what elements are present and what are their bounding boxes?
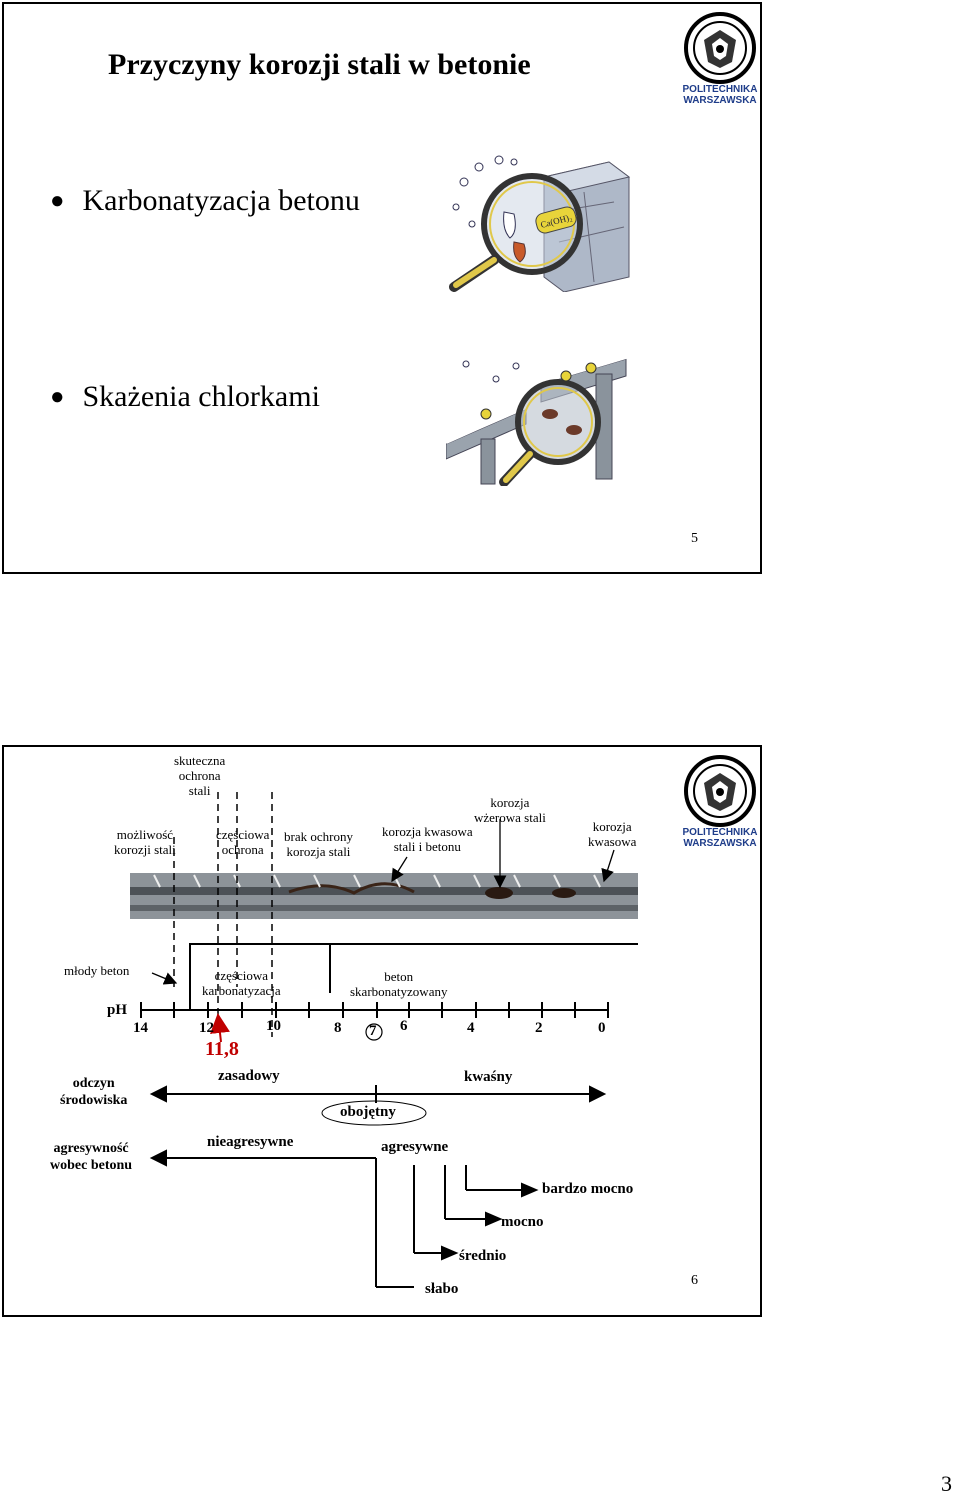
slide-number: 5 [691, 531, 698, 546]
ph-tick: 8 [334, 1020, 342, 1036]
ph-tick: 4 [467, 1020, 475, 1036]
logo-emblem-icon [684, 755, 756, 827]
label-effective-protection: skuteczna ochrona stali [174, 753, 226, 798]
dashed-guides [173, 792, 273, 1037]
bullet-item: ● Skażenia chlorkami [50, 380, 320, 414]
label-reaction: odczyn środowiska [60, 1076, 128, 1108]
slide-number: 6 [691, 1273, 698, 1288]
university-logo: POLITECHNIKA WARSZAWSKA [680, 10, 760, 110]
level-very-strong: bardzo mocno [542, 1181, 634, 1197]
neutral-circle [365, 1023, 383, 1041]
logo-text-line1: POLITECHNIKA [682, 827, 758, 838]
label-acid-corrosion: korozja kwasowa [588, 819, 637, 849]
university-logo: POLITECHNIKA WARSZAWSKA [680, 753, 760, 853]
bullet-icon: ● [50, 187, 65, 214]
ph-highlight-value: 11,8 [205, 1038, 239, 1060]
ph-tick-neutral: 7 [369, 1023, 377, 1039]
ph-tick: 14 [133, 1020, 148, 1036]
ph-tick: 12 [199, 1020, 214, 1036]
label-non-aggressive: nieagresywne [207, 1134, 294, 1150]
rebar-cross-section [130, 873, 638, 919]
label-young-concrete: młody beton [64, 963, 130, 978]
level-strong: mocno [501, 1214, 544, 1230]
reaction-arrow [149, 1085, 607, 1103]
aggressiveness-arrow [149, 1149, 539, 1288]
logo-text-line2: WARSZAWSKA [683, 838, 757, 849]
label-alkaline: zasadowy [218, 1068, 280, 1084]
chloride-illustration [445, 354, 636, 487]
level-medium: średnio [459, 1248, 507, 1264]
zone-bracket [189, 943, 638, 1010]
label-neutral: obojętny [340, 1104, 396, 1120]
ph-tick: 0 [598, 1020, 606, 1036]
logo-emblem-icon [684, 12, 756, 84]
bullet-item: ● Karbonatyzacja betonu [50, 184, 360, 218]
logo-text-line2: WARSZAWSKA [683, 95, 757, 106]
label-aggressiveness: agresywność wobec betonu [50, 1141, 133, 1173]
ph-highlight-arrow [210, 1013, 230, 1043]
bullet-icon: ● [50, 383, 65, 410]
slide-title: Przyczyny korozji stali w betonie [108, 48, 531, 81]
carbonation-illustration: Ca(OH)₂ [444, 152, 634, 293]
label-acidic: kwaśny [464, 1069, 513, 1085]
label-carbonated-concrete: beton skarbonatyzowany [350, 969, 448, 999]
label-acid-corrosion-concrete: korozja kwasowa stali i betonu [382, 824, 473, 854]
label-pointers [151, 819, 615, 985]
bullet-text: Karbonatyzacja betonu [82, 184, 360, 217]
label-partial-carbonation: częściowa karbonatyzacja [202, 968, 281, 998]
slide-5: Przyczyny korozji stali w betonie POLITE… [2, 2, 762, 574]
label-no-protection: brak ochrony korozja stali [284, 829, 353, 859]
ph-axis [140, 1002, 609, 1018]
logo-text-line1: POLITECHNIKA [682, 84, 758, 95]
ph-tick: 10 [266, 1018, 281, 1034]
magnifier-bridge-icon [445, 355, 627, 487]
ph-tick: 6 [400, 1018, 408, 1034]
slide-6: POLITECHNIKA WARSZAWSKA [2, 745, 762, 1317]
magnifier-concrete-icon: Ca(OH)₂ [449, 155, 631, 293]
label-partial-protection: częściowa ochrona [216, 827, 270, 857]
ph-tick: 2 [535, 1020, 543, 1036]
level-weak: słabo [425, 1281, 459, 1297]
label-possible-corrosion: możliwość korozji stali [114, 827, 176, 857]
page-number: 3 [941, 1471, 952, 1496]
label-pitting-corrosion: korozja wżerowa stali [474, 795, 546, 825]
ph-axis-label: pH [107, 1002, 128, 1018]
neutral-oval [321, 1100, 427, 1126]
ph-scale-diagram [130, 792, 638, 1288]
bullet-text: Skażenia chlorkami [82, 380, 320, 413]
label-aggressive: agresywne [381, 1139, 449, 1155]
